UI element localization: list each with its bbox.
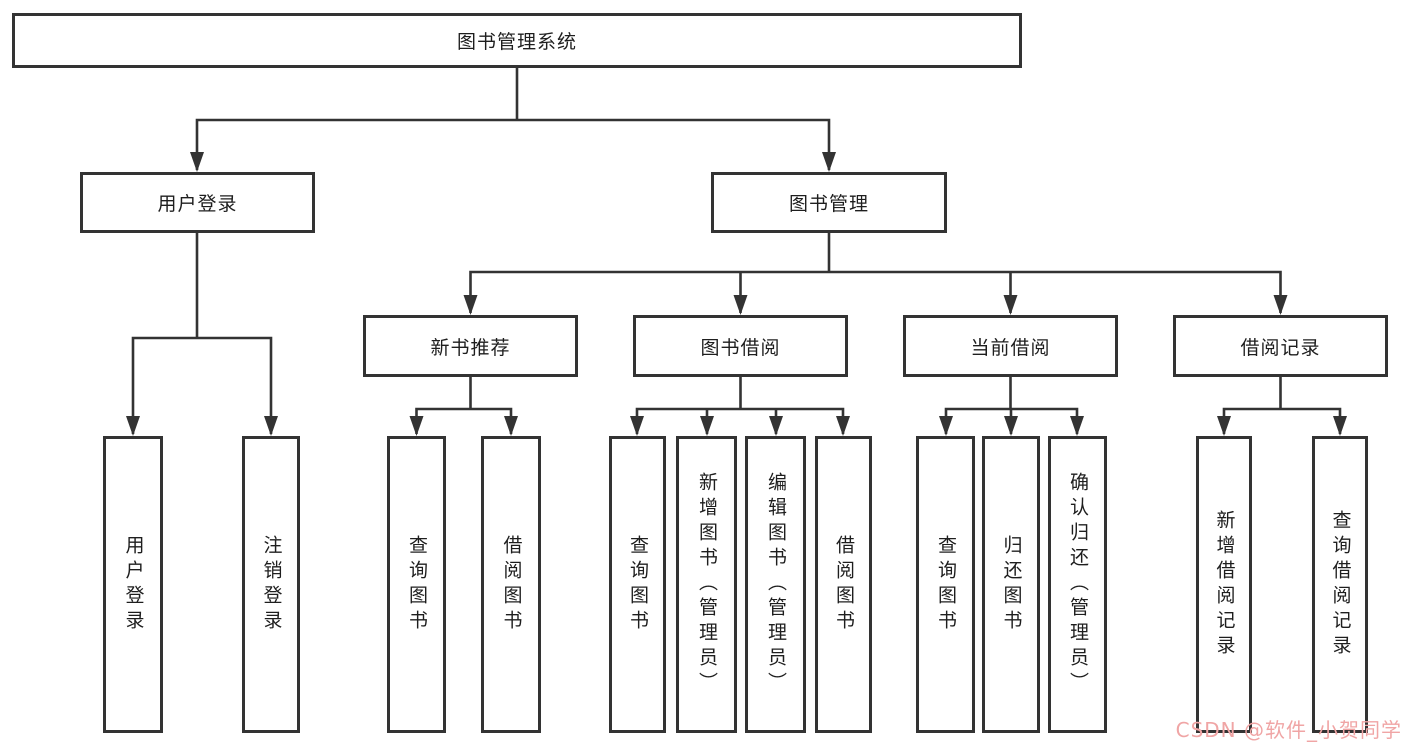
- leaf-borrow-add-book-admin: 新增图书（管理员）: [676, 436, 737, 733]
- arrowhead-icon: [1070, 416, 1084, 436]
- leaf-recommend-borrow-book: 借阅图书: [481, 436, 541, 733]
- node-user-login-branch: 用户登录: [80, 172, 315, 233]
- arrowhead-icon: [733, 295, 748, 315]
- record-branch-line: [1222, 407, 1342, 434]
- arrowhead-icon: [1217, 416, 1231, 436]
- leaf-current-confirm-return-admin: 确认归还（管理员）: [1048, 436, 1107, 733]
- arrowhead-icon: [1004, 416, 1018, 436]
- arrowhead-icon: [700, 416, 714, 436]
- arrowhead-icon: [264, 416, 278, 436]
- leaf-recommend-query-book: 查询图书: [387, 436, 446, 733]
- node-book-borrow: 图书借阅: [633, 315, 848, 377]
- recommend-branch-line: [415, 407, 513, 434]
- leaf-borrow-borrow-book: 借阅图书: [815, 436, 872, 733]
- node-new-book-recommend: 新书推荐: [363, 315, 578, 377]
- leaf-logout: 注销登录: [242, 436, 300, 733]
- arrowhead-icon: [836, 416, 850, 436]
- level1-branch-line: [195, 118, 831, 170]
- borrow-branch-line: [635, 407, 845, 434]
- arrowhead-icon: [504, 416, 518, 436]
- arrowhead-icon: [630, 416, 644, 436]
- leaf-borrow-query-book: 查询图书: [609, 436, 666, 733]
- csdn-watermark: CSDN @软件_小贺同学: [1175, 718, 1402, 742]
- arrowhead-icon: [939, 416, 953, 436]
- node-root-system: 图书管理系统: [12, 13, 1022, 68]
- arrowhead-icon: [1273, 295, 1288, 315]
- leaf-user-login: 用户登录: [103, 436, 163, 733]
- leaf-current-query-book: 查询图书: [916, 436, 975, 733]
- leaf-borrow-edit-book-admin: 编辑图书（管理员）: [745, 436, 806, 733]
- arrowhead-icon: [409, 416, 424, 436]
- arrowhead-icon: [463, 295, 478, 315]
- arrowhead-icon: [126, 416, 140, 436]
- arrowhead-icon: [190, 152, 204, 172]
- node-current-borrow: 当前借阅: [903, 315, 1118, 377]
- arrowhead-icon: [822, 152, 836, 172]
- user-branch-line: [131, 336, 273, 434]
- arrowhead-icon: [769, 416, 783, 436]
- leaf-record-query-record: 查询借阅记录: [1312, 436, 1368, 733]
- node-borrow-record: 借阅记录: [1173, 315, 1388, 377]
- book-branch-line: [469, 270, 1282, 313]
- arrowhead-icon: [1333, 416, 1347, 436]
- arrowhead-icon: [1003, 295, 1018, 315]
- leaf-record-add-record: 新增借阅记录: [1196, 436, 1252, 733]
- leaf-current-return-book: 归还图书: [982, 436, 1040, 733]
- node-book-management-branch: 图书管理: [711, 172, 947, 233]
